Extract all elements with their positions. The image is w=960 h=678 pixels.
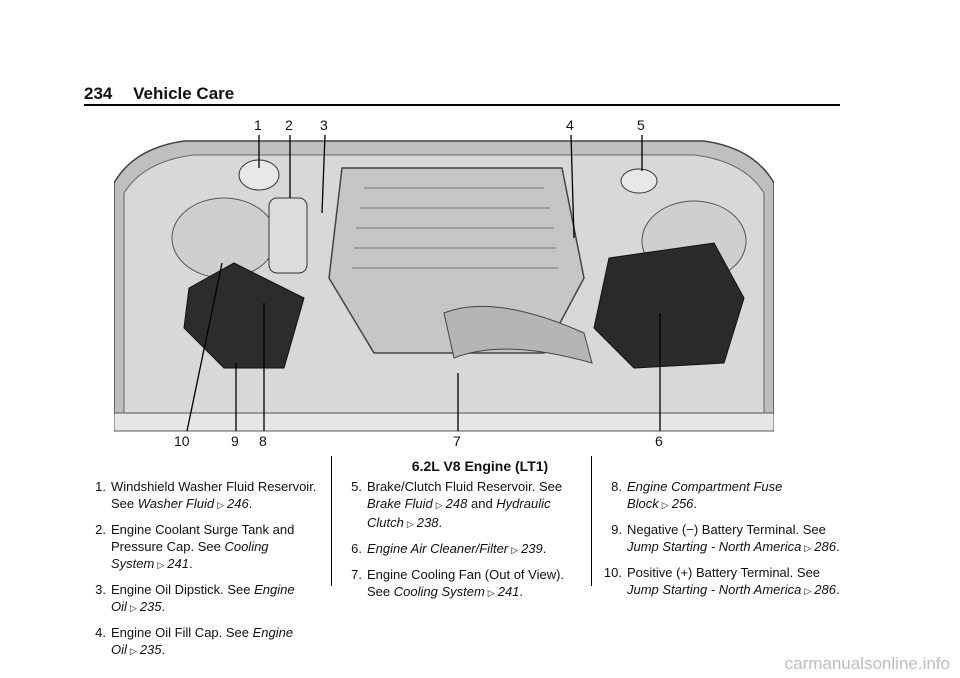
callout-7: 7 [453, 433, 461, 449]
callout-5: 5 [637, 117, 645, 133]
legend-column-2: 5.Brake/Clutch Fluid Reservoir. See Brak… [340, 478, 576, 609]
legend-item: 9.Negative (−) Battery Terminal. See Jum… [600, 521, 840, 557]
page-number: 234 [84, 84, 113, 103]
legend-item: 7.Engine Cooling Fan (Out of View). See … [340, 566, 576, 602]
legend-item: 1.Windshield Washer Fluid Reservoir. See… [84, 478, 324, 514]
legend-item: 2.Engine Coolant Surge Tank and Pressure… [84, 521, 324, 574]
callout-1: 1 [254, 117, 262, 133]
legend-item: 3.Engine Oil Dipstick. See Engine Oil235… [84, 581, 324, 617]
column-divider-1 [331, 456, 332, 586]
callout-8: 8 [259, 433, 267, 449]
legend-link[interactable]: Washer Fluid [137, 496, 215, 511]
page-header: 234 Vehicle Care [84, 84, 234, 104]
callout-10: 10 [174, 433, 190, 449]
watermark: carmanualsonline.info [784, 654, 950, 673]
legend-link[interactable]: Brake Fluid [367, 496, 433, 511]
section-title: Vehicle Care [133, 84, 235, 103]
callout-6: 6 [655, 433, 663, 449]
legend-item: 10.Positive (+) Battery Terminal. See Ju… [600, 564, 840, 600]
legend-column-3: 8.Engine Compartment Fuse Block256. 9.Ne… [600, 478, 840, 607]
legend-link[interactable]: Engine Oil [111, 625, 294, 657]
legend-column-1: 1.Windshield Washer Fluid Reservoir. See… [84, 478, 324, 667]
legend-item: 5.Brake/Clutch Fluid Reservoir. See Brak… [340, 478, 576, 533]
column-divider-2 [591, 456, 592, 586]
callout-2: 2 [285, 117, 293, 133]
legend-link[interactable]: Engine Air Cleaner/Filter [367, 541, 509, 556]
legend-link[interactable]: Cooling System [393, 584, 485, 599]
callout-3: 3 [320, 117, 328, 133]
engine-illustration: 1 2 3 4 5 6 7 8 9 10 [114, 113, 774, 453]
legend-link[interactable]: Cooling System [111, 539, 269, 571]
legend-item: 6.Engine Air Cleaner/Filter239. [340, 540, 576, 559]
legend-link[interactable]: Engine Compartment Fuse Block [627, 479, 783, 511]
legend-link[interactable]: Jump Starting - North America [627, 582, 802, 597]
legend-link[interactable]: Engine Oil [111, 582, 295, 614]
header-rule [84, 104, 840, 106]
legend-item: 4.Engine Oil Fill Cap. See Engine Oil235… [84, 624, 324, 660]
legend-item: 8.Engine Compartment Fuse Block256. [600, 478, 840, 514]
legend-link[interactable]: Hydraulic Clutch [367, 496, 551, 530]
callout-9: 9 [231, 433, 239, 449]
legend-link[interactable]: Jump Starting - North America [627, 539, 802, 554]
engine-diagram: 1 2 3 4 5 6 7 8 9 10 [114, 113, 774, 453]
callout-4: 4 [566, 117, 574, 133]
figure-caption: 6.2L V8 Engine (LT1) [411, 458, 549, 474]
